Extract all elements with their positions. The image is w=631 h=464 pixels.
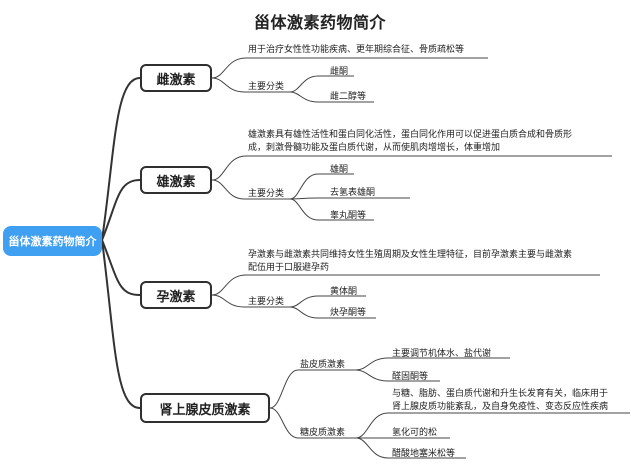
- estrogen-desc: 用于治疗女性性功能疾病、更年期综合征、骨质疏松等: [248, 45, 465, 55]
- androgen-desc-line1: 雄激素具有雄性活性和蛋白同化活性，蛋白同化作用可以促进蛋白质合成和骨质形: [248, 130, 573, 140]
- androgen-item-3: 睾丸酮等: [330, 211, 367, 221]
- mineralo-item-2: 醛固酮等: [392, 372, 429, 382]
- node-androgen[interactable]: 雄激素: [140, 166, 212, 194]
- root-node[interactable]: 甾体激素药物简介: [3, 226, 102, 256]
- progestin-item-1: 黄体酮: [330, 287, 358, 297]
- node-corticosteroid[interactable]: 肾上腺皮质激素: [140, 393, 270, 423]
- progestin-desc-line1: 孕激素与雌激素共同维持女性生殖周期及女性生理特征，目前孕激素主要与雌激素: [248, 250, 573, 260]
- androgen-item-2: 去氢表雄酮: [330, 188, 376, 198]
- branch-root-androgen: [101, 179, 141, 241]
- branch-root-estrogen: [101, 77, 141, 241]
- gluco-item-1: 氢化可的松: [392, 428, 438, 438]
- branch-root-progestin: [101, 239, 141, 296]
- estrogen-item-2: 雌二醇等: [330, 92, 367, 102]
- node-progestin[interactable]: 孕激素: [140, 281, 212, 309]
- mineralo-item-1: 主要调节机体水、盐代谢: [392, 349, 492, 359]
- progestin-item-2: 炔孕酮等: [330, 308, 367, 318]
- estrogen-class-label: 主要分类: [248, 82, 285, 92]
- branch-root-cortico: [101, 239, 141, 409]
- mineralo-label: 盐皮质激素: [300, 360, 346, 370]
- gluco-desc-line1: 与糖、脂肪、蛋白质代谢和升生长发育有关，临床用于: [392, 389, 609, 399]
- gluco-label: 糖皮质激素: [300, 428, 346, 438]
- estrogen-item-1: 雌酮: [330, 67, 349, 77]
- androgen-class-label: 主要分类: [248, 189, 285, 199]
- androgen-desc-line2: 成，刺激骨髓功能及蛋白质代谢，从而使肌肉增增长，体重增加: [248, 143, 501, 153]
- gluco-desc-line2: 肾上腺皮质功能紊乱，及自身免疫性、变态反应性疾病: [392, 402, 609, 412]
- gluco-item-2: 醋酸地塞米松等: [392, 449, 456, 459]
- progestin-desc-line2: 配伍用于口服避孕药: [248, 263, 330, 273]
- progestin-class-label: 主要分类: [248, 297, 285, 307]
- node-estrogen[interactable]: 雌激素: [140, 64, 212, 92]
- androgen-item-1: 雄酮: [330, 165, 349, 175]
- page-title: 甾体激素药物简介: [254, 13, 387, 32]
